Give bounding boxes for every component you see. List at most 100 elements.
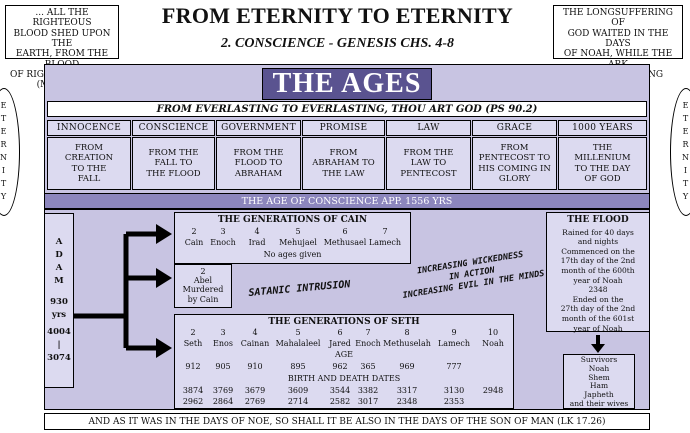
age-column-line: MILLENIUM — [574, 153, 631, 164]
arrow-to-abel-head — [156, 268, 172, 288]
eternity-letter: Y — [0, 192, 8, 201]
adam-years-value: 930 — [50, 297, 68, 307]
quote-right: THE LONGSUFFERING OF GOD WAITED IN THE D… — [553, 5, 683, 90]
seth-birth: 3382 — [357, 386, 379, 395]
flood-line: Ended on the — [572, 294, 624, 304]
adam-years-unit: yrs — [51, 310, 67, 320]
seth-name: Lamech — [437, 339, 471, 348]
eternity-letter: E — [682, 101, 690, 110]
seth-age: 365 — [360, 362, 376, 371]
seth-number: 6 — [337, 328, 343, 337]
eternity-letter: N — [682, 153, 690, 162]
seth-birth: 3874 — [182, 386, 204, 395]
flood-line: year of Noah — [573, 323, 623, 333]
adam-letter: M — [54, 276, 64, 286]
cain-name: Methusael — [323, 238, 367, 247]
survivor-line: Noah — [588, 363, 610, 373]
cain-name: Mehujael — [279, 238, 317, 247]
adam-sep: | — [57, 340, 61, 350]
age-column-line: PENTECOST TO — [478, 153, 551, 164]
abel-line: Abel — [193, 276, 213, 286]
eternity-letter: T — [682, 179, 690, 188]
seth-number: 8 — [404, 328, 410, 337]
arrow-to-seth-head — [156, 338, 172, 358]
age-column-line: CREATION — [64, 153, 114, 164]
cain-name: Cain — [184, 238, 204, 247]
seth-number: 9 — [451, 328, 457, 337]
age-column-line: FROM — [329, 148, 358, 159]
seth-death: 2769 — [244, 397, 266, 406]
eternity-letter: E — [682, 127, 690, 136]
seth-name: Jared — [329, 339, 351, 348]
cain-title: THE GENERATIONS OF CAIN — [217, 215, 368, 225]
cain-number: 7 — [382, 227, 388, 236]
cain-name: Irad — [248, 238, 266, 247]
eternity-letter: R — [682, 140, 690, 149]
adam-letter: A — [55, 263, 63, 273]
seth-age-label: AGE — [334, 350, 353, 359]
age-column-line: ABRAHAM — [234, 168, 283, 179]
ages-banner: FROM EVERLASTING TO EVERLASTING, THOU AR… — [47, 101, 647, 117]
seth-age: 777 — [446, 362, 462, 371]
seth-dates-label: BIRTH AND DEATH DATES — [287, 374, 401, 383]
survivor-line: Shem — [588, 372, 610, 382]
abel-box: 2 Abel Murdered by Cain — [174, 264, 232, 308]
age-column-line: TO THE — [71, 163, 107, 174]
age-column-line: PENTECOST — [400, 168, 457, 179]
seth-age: 910 — [247, 362, 263, 371]
seth-name: Enos — [213, 339, 233, 348]
eternity-letter: T — [0, 114, 8, 123]
seth-number: 7 — [365, 328, 371, 337]
arrow-to-survivors — [591, 335, 605, 353]
adam-birth: 4004 — [47, 327, 71, 337]
age-column-line: LAW TO — [410, 158, 447, 169]
age-column-head: INNOCENCE — [47, 120, 131, 136]
adam-letter: A — [55, 237, 63, 247]
seth-name: Enoch — [355, 339, 381, 348]
seth-death: 2962 — [182, 397, 204, 406]
age-bar: THE AGE OF CONSCIENCE APP. 1556 YRS — [44, 193, 650, 209]
seth-number: 3 — [220, 328, 226, 337]
survivor-line: Japheth — [584, 390, 614, 400]
flood-line: year of Noah — [573, 275, 623, 285]
adam-death: 3074 — [47, 353, 71, 363]
quote-right-line: GOD WAITED IN THE DAYS — [567, 28, 669, 50]
seth-birth: 2948 — [482, 386, 504, 395]
seth-name: Methuselah — [383, 339, 431, 348]
age-column-line: GLORY — [498, 173, 531, 184]
cain-number: 6 — [342, 227, 348, 236]
flood-line: month of the 601st — [561, 313, 635, 323]
seth-number: 4 — [252, 328, 258, 337]
seth-age: 969 — [399, 362, 415, 371]
survivor-line: and their wives — [569, 398, 629, 408]
cain-number: 3 — [220, 227, 226, 236]
eternity-letter: E — [0, 101, 8, 110]
flood-line: and nights — [577, 237, 619, 247]
adam-letter: D — [55, 250, 63, 260]
seth-number: 5 — [295, 328, 301, 337]
seth-age: 905 — [215, 362, 231, 371]
age-column-head: GRACE — [472, 120, 557, 136]
age-column-line: ABRAHAM TO — [312, 158, 375, 169]
flood-line: 2348 — [588, 285, 608, 295]
age-column-line: OF GOD — [584, 173, 621, 184]
seth-death: 2353 — [443, 397, 465, 406]
flood-line: Rained for 40 days — [562, 227, 634, 237]
age-column-head: PROMISE — [302, 120, 385, 136]
